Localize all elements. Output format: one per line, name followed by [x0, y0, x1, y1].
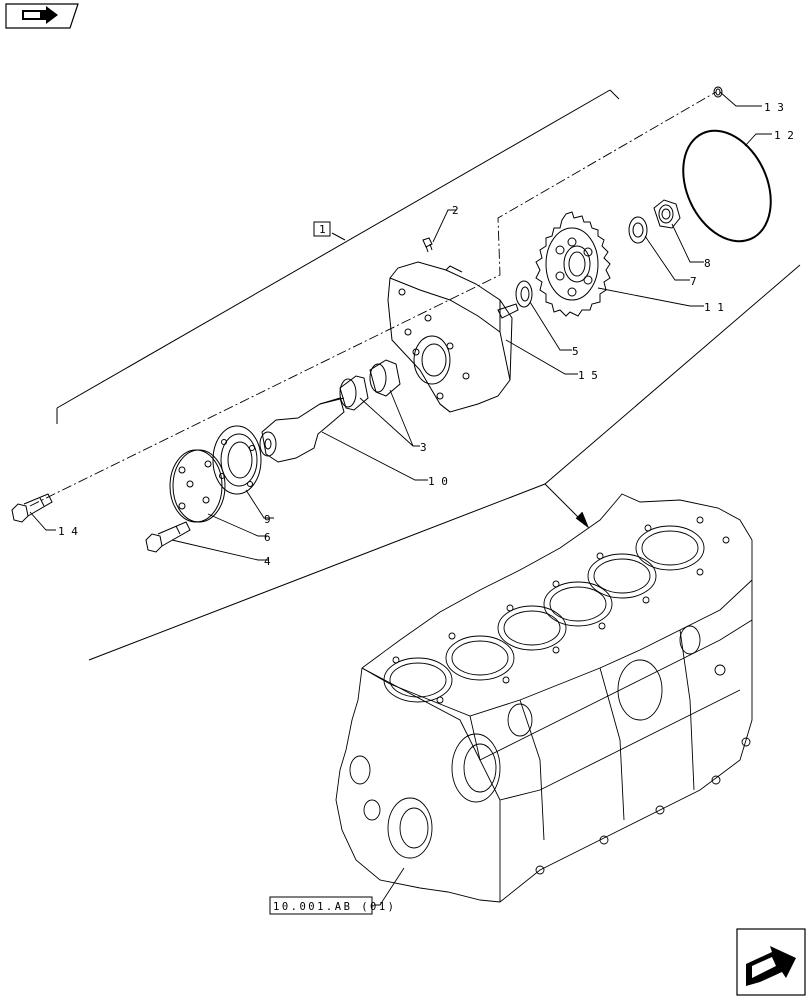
callout-4: 4	[264, 555, 271, 568]
callout-13: 1 3	[764, 101, 784, 114]
part-15-pump-body	[387, 261, 519, 413]
part-12-o-ring	[682, 129, 772, 243]
part-5-thrust-washer	[515, 280, 533, 308]
callout-9: 9	[264, 513, 271, 526]
part-10-shaft	[259, 397, 345, 463]
part-14-bolt	[11, 493, 53, 523]
part-11-gear	[535, 211, 611, 317]
callout-3: 3	[420, 441, 427, 454]
callout-2: 2	[452, 204, 459, 217]
part-9-seal-flange	[212, 425, 262, 495]
callout-8: 8	[704, 257, 711, 270]
callout-7: 7	[690, 275, 697, 288]
callout-5: 5	[572, 345, 579, 358]
part-2-plug	[422, 237, 433, 253]
callout-14: 1 4	[58, 525, 78, 538]
engine-block	[335, 493, 753, 903]
part-7-washer	[628, 216, 648, 244]
callout-11: 1 1	[704, 301, 724, 314]
callout-leaders	[29, 91, 772, 906]
callout-15: 1 5	[578, 369, 598, 382]
callout-6: 6	[264, 531, 271, 544]
reference-label[interactable]: 10.001.AB (01)	[273, 901, 397, 913]
callout-12: 1 2	[774, 129, 794, 142]
part-3-bushings	[339, 359, 401, 411]
page-back-arrow-icon[interactable]	[5, 3, 79, 29]
part-8-nut	[653, 199, 681, 229]
part-4-bolt	[145, 521, 191, 553]
group-label: 1	[319, 223, 326, 236]
part-6-cover-plate	[169, 449, 226, 523]
group-bracket	[56, 89, 801, 661]
callout-10: 1 0	[428, 475, 448, 488]
centre-line	[29, 91, 717, 507]
page-forward-arrow-icon[interactable]	[736, 928, 806, 996]
